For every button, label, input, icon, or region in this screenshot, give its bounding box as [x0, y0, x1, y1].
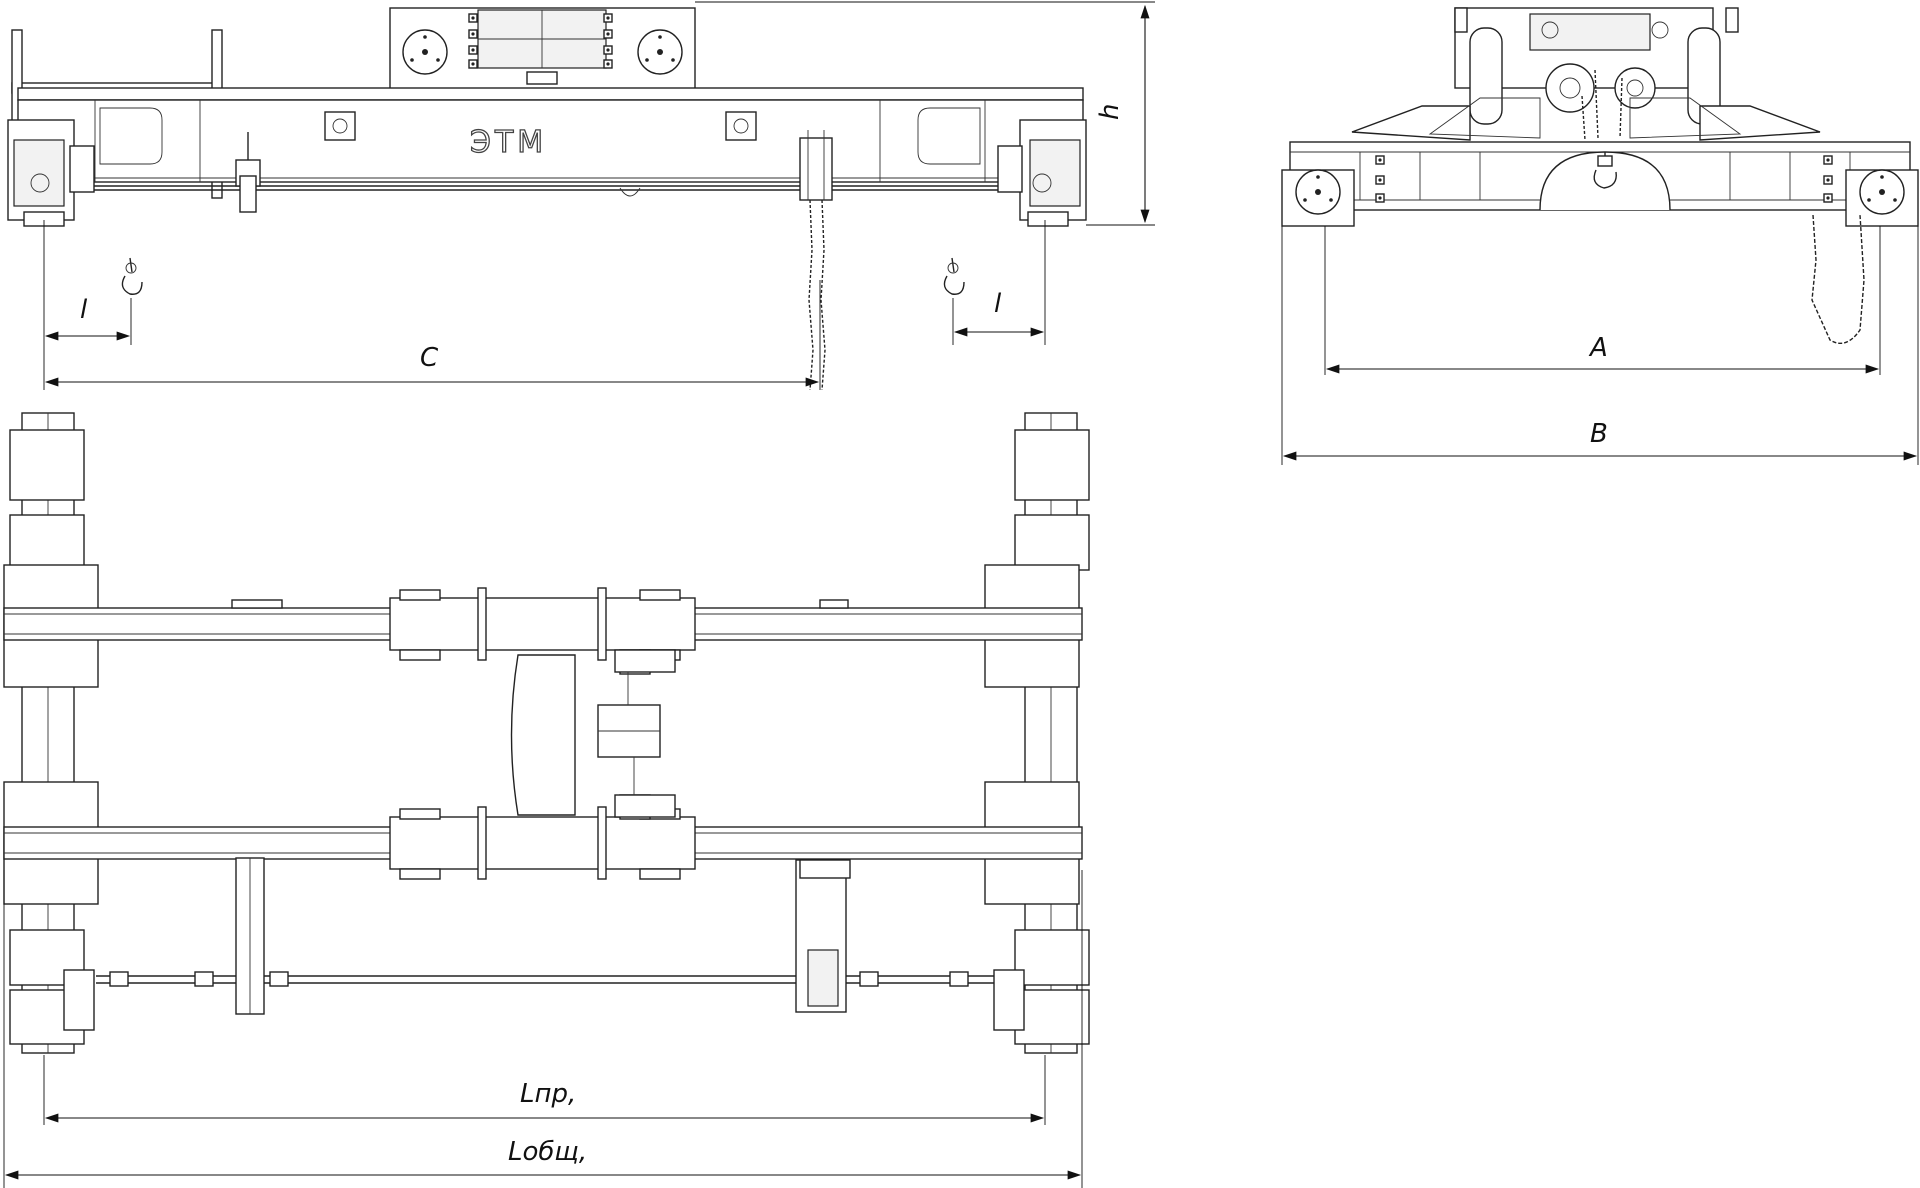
dim-l-left-label: l — [80, 295, 88, 325]
dim-l-right-label: l — [994, 289, 1002, 319]
front-gearbox-left — [235, 132, 261, 213]
plan-end-carriage-left — [3, 412, 99, 1054]
side-wheel-left — [1281, 169, 1355, 227]
hook-left — [121, 257, 143, 295]
dim-lobsh-label: Lобщ, — [508, 1137, 587, 1167]
side-trolley — [1454, 7, 1739, 141]
plan-end-carriage-right — [984, 412, 1090, 1054]
front-end-carriage-left — [7, 119, 95, 227]
dim-b-label: B — [1590, 419, 1608, 449]
side-view: A B — [1281, 7, 1919, 465]
dim-h-label: h — [1095, 104, 1125, 120]
front-end-carriage-right — [997, 119, 1087, 227]
front-girder: ЭТМ — [17, 87, 1084, 197]
side-beam — [1289, 141, 1911, 211]
dim-a-label: A — [1588, 333, 1608, 363]
dim-c-label: C — [420, 343, 439, 373]
plan-trolley — [389, 587, 696, 880]
front-trolley — [389, 1, 1155, 91]
plan-drive-shaft — [96, 857, 994, 1015]
brand-logo: ЭТМ — [470, 125, 547, 160]
side-wheel-right — [1845, 169, 1919, 227]
dim-lpr-label: Lпр, — [520, 1079, 576, 1109]
front-hand-chain — [799, 130, 833, 391]
plan-view: Lпр, Lобщ, — [3, 412, 1090, 1188]
front-view: ЭТМ — [7, 1, 1155, 391]
hook-right — [943, 257, 965, 295]
